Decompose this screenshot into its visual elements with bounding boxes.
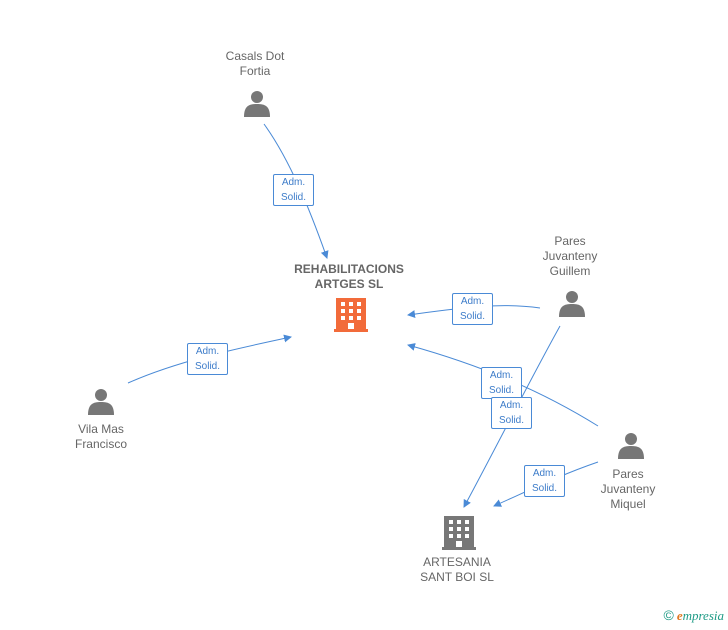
brand-rest: mpresia (682, 608, 724, 623)
person-icon[interactable] (618, 433, 644, 459)
edge-label-vila[interactable]: Adm. Solid. (187, 343, 228, 375)
person-icon[interactable] (244, 91, 270, 117)
company-label-rehabilitacions[interactable]: REHABILITACIONS ARTGES SL (294, 262, 404, 291)
edge-label-miquel-rehab[interactable]: Adm. Solid. (481, 367, 522, 399)
person-icon[interactable] (88, 389, 114, 415)
person-label-miquel[interactable]: Pares Juvanteny Miquel (600, 467, 656, 511)
copyright-symbol: © (663, 607, 674, 623)
edge-label-casals[interactable]: Adm. Solid. (273, 174, 314, 206)
company-label-artesania[interactable]: ARTESANIA SANT BOI SL (420, 555, 494, 584)
brand-e: e (676, 608, 683, 623)
person-label-vila[interactable]: Vila Mas Francisco (74, 422, 127, 451)
person-label-casals[interactable]: Casals Dot Fortia (225, 49, 285, 78)
edge-label-guillem-artesania[interactable]: Adm. Solid. (491, 397, 532, 429)
building-icon-artesania[interactable] (442, 516, 476, 550)
building-icon-rehabilitacions[interactable] (334, 298, 368, 332)
person-label-guillem[interactable]: Pares Juvanteny Guillem (542, 234, 598, 278)
person-icon[interactable] (559, 291, 585, 317)
edge-label-miquel-artesania[interactable]: Adm. Solid. (524, 465, 565, 497)
edge-label-guillem-rehab[interactable]: Adm. Solid. (452, 293, 493, 325)
empresia-logo: ©empresia (663, 607, 724, 624)
